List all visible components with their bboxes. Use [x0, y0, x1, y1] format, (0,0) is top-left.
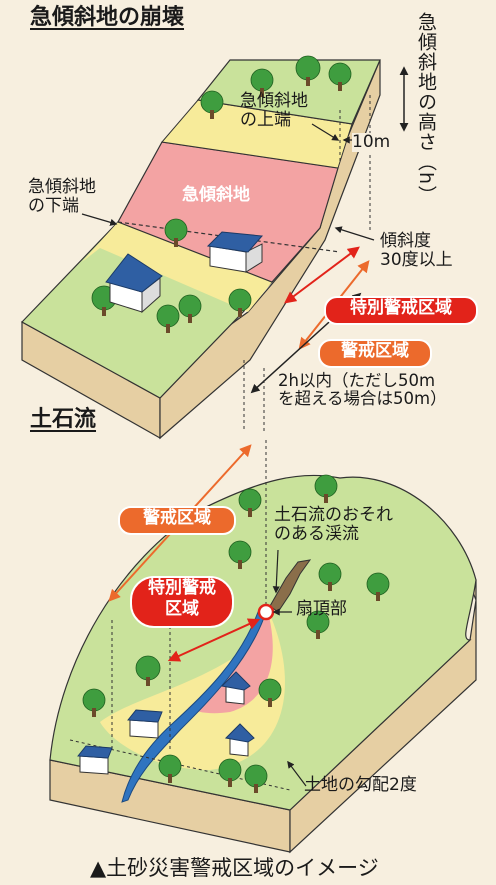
distance-label: 2h以内（ただし50m を超える場合は50m） [278, 371, 447, 409]
gradient-label: 土地の勾配2度 [304, 775, 417, 795]
debris-special-badge: 特別警戒 区域 [130, 576, 234, 628]
fan-top-marker [257, 603, 275, 621]
stream-label: 土石流のおそれ のある渓流 [274, 505, 393, 545]
debris-special-arrow [167, 618, 261, 662]
top-edge-label: 急傾斜地 の上端 [240, 91, 308, 131]
warning-zone-badge: 警戒区域 [318, 339, 432, 368]
slope-height-label: 急傾斜地の高さ（h） [415, 12, 437, 206]
house-bottom-2 [127, 709, 163, 739]
slope-heading: 急傾斜地の崩壊 [30, 5, 185, 30]
special-zone-badge: 特別警戒区域 [324, 296, 478, 325]
angle-label: 傾斜度 30度以上 [380, 231, 453, 271]
figure-caption: ▲土砂災害警戒区域のイメージ [90, 856, 379, 880]
tree-group-top [91, 55, 352, 333]
bottom-edge-label: 急傾斜地 の下端 [28, 177, 96, 217]
fan-top-label: 扇頂部 [296, 599, 347, 619]
house-bottom-3 [224, 723, 255, 757]
slope-area-label: 急傾斜地 [182, 185, 250, 205]
house-top-left [105, 253, 163, 314]
house-bottom-1 [220, 671, 251, 705]
debris-warning-badge: 警戒区域 [118, 506, 236, 535]
house-top-center [206, 231, 264, 273]
house-bottom-4 [77, 745, 113, 775]
ten-m-label: 10m [352, 132, 391, 153]
debris-heading: 土石流 [30, 407, 97, 432]
